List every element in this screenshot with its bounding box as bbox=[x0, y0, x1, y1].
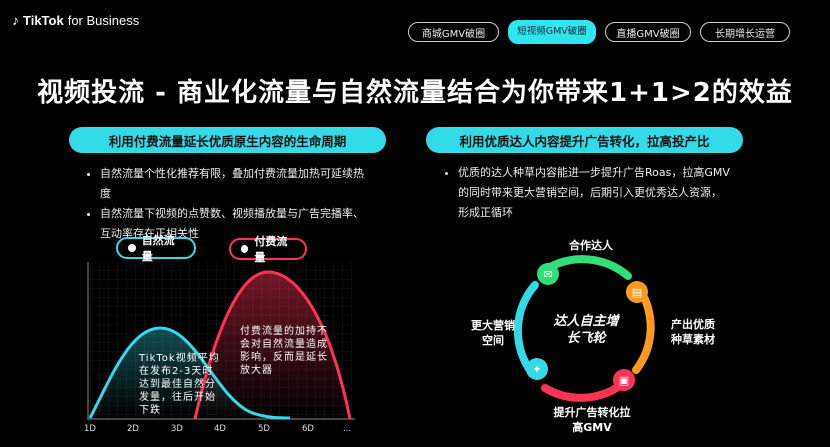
legend-organic: 自然流量 bbox=[116, 234, 196, 263]
content-icon-node bbox=[626, 281, 648, 303]
flywheel-arc-left bbox=[513, 281, 539, 377]
organic-note: TikTok视频平均在发布2-3天时达到最佳自然分发量，往后开始下跌 bbox=[139, 353, 220, 416]
flywheel-arc-bottom bbox=[541, 378, 629, 402]
x-tick-1: 1D bbox=[84, 424, 96, 434]
document-icon: ▤ bbox=[632, 286, 642, 299]
flywheel-left-label: 更大营销空间 bbox=[471, 319, 515, 347]
x-tick-5: 5D bbox=[258, 424, 270, 434]
legend-paid-label: 付费流量 bbox=[254, 235, 288, 264]
legend-organic-label: 自然流量 bbox=[141, 234, 175, 263]
file-icon: ▣ bbox=[619, 374, 629, 387]
right-bullets: 优质的达人种草内容能进一步提升广告Roas，拉高GMV的同时带来更大营销空间，后… bbox=[440, 163, 730, 223]
x-tick-2: 2D bbox=[127, 424, 139, 434]
left-bullet-1: 自然流量个性化推荐有限，叠加付费流量加热可延续热度 bbox=[100, 164, 372, 204]
section-tabs: 商城GMV破圈 短视频GMV破圈 直播GMV破圈 长期增长运营 bbox=[408, 20, 790, 44]
paid-note: 付费流量的加持不会对自然流量造成影响，反而是延长放大器 bbox=[240, 326, 328, 376]
x-tick-more: ... bbox=[343, 424, 352, 434]
flywheel-center-label: 达人自主增长飞轮 bbox=[553, 314, 619, 346]
x-tick-4: 4D bbox=[214, 424, 226, 434]
left-bullets: 自然流量个性化推荐有限，叠加付费流量加热可延续热度 自然流量下视频的点赞数、视频… bbox=[82, 164, 372, 244]
paid-traffic-curve bbox=[193, 270, 352, 420]
flywheel-right-label: 产出优质种草素材 bbox=[671, 318, 715, 346]
left-bullet-2: 自然流量下视频的点赞数、视频播放量与广告完播率、互动率存在正相关性 bbox=[100, 204, 372, 244]
tiktok-business-logo: ♪ TikTok for Business bbox=[12, 12, 139, 28]
legend-paid: 付费流量 bbox=[229, 235, 307, 264]
tiktok-note-icon: ♪ bbox=[12, 12, 19, 28]
tab-live-gmv[interactable]: 直播GMV破圈 bbox=[605, 22, 691, 42]
left-section-pill: 利用付费流量延长优质原生内容的生命周期 bbox=[69, 127, 386, 153]
tab-long-term-growth[interactable]: 长期增长运营 bbox=[700, 22, 790, 42]
flywheel-top-label: 合作达人 bbox=[569, 239, 613, 252]
growth-icon-node bbox=[526, 358, 548, 380]
brand-name: TikTok bbox=[23, 12, 64, 28]
organic-traffic-curve bbox=[88, 326, 291, 420]
x-tick-6: 6D bbox=[302, 424, 314, 434]
legend-dot-organic bbox=[128, 244, 136, 252]
flywheel-bottom-label: 提升广告转化拉高GMV bbox=[553, 406, 631, 434]
organic-traffic-area bbox=[90, 328, 290, 418]
chat-icon: ✉ bbox=[543, 268, 552, 281]
chart-icon: ✦ bbox=[532, 363, 541, 376]
tab-mall-gmv[interactable]: 商城GMV破圈 bbox=[408, 22, 499, 42]
tab-short-video-gmv[interactable]: 短视频GMV破圈 bbox=[508, 20, 596, 44]
right-section-pill: 利用优质达人内容提升广告转化，拉高投产比 bbox=[426, 127, 743, 153]
page-title: 视频投流 - 商业化流量与自然流量结合为你带来1+1>2的效益 bbox=[37, 78, 793, 108]
brand-suffix: for Business bbox=[67, 12, 140, 28]
x-tick-3: 3D bbox=[171, 424, 183, 434]
conversion-icon-node bbox=[613, 369, 635, 391]
legend-dot-paid bbox=[241, 245, 249, 253]
chat-icon-node bbox=[537, 263, 559, 285]
right-bullet-1: 优质的达人种草内容能进一步提升广告Roas，拉高GMV的同时带来更大营销空间，后… bbox=[458, 163, 730, 223]
